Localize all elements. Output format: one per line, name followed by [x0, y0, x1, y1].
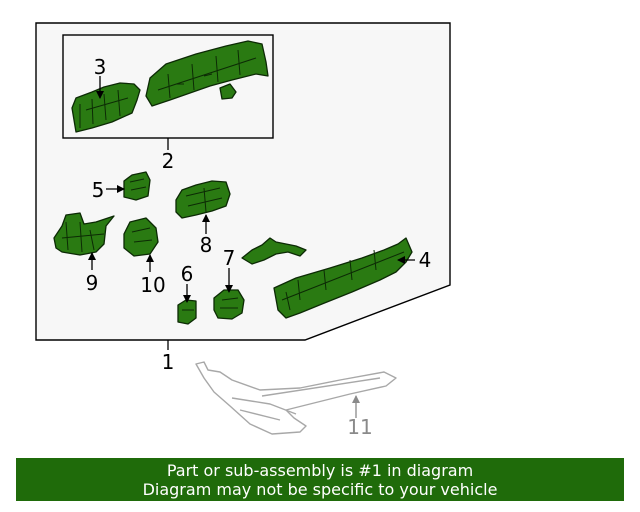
- callout-7: 7: [223, 246, 236, 270]
- part-11-ghost: [195, 361, 397, 435]
- part-6-block[interactable]: [177, 299, 197, 325]
- part-3-bracket[interactable]: [71, 82, 141, 133]
- part-2-upper-rail[interactable]: [145, 40, 269, 107]
- part-10-bracket[interactable]: [123, 217, 159, 257]
- callout-5: 5: [92, 178, 105, 202]
- disclaimer-banner: Part or sub-assembly is #1 in diagram Di…: [16, 458, 624, 501]
- callout-1: 1: [162, 350, 175, 374]
- callout-8: 8: [200, 233, 213, 257]
- parts-diagram: 3 2 5 8 9 10 6 7 4 1 11: [35, 22, 451, 439]
- callout-10: 10: [140, 273, 165, 297]
- part-small-bracket[interactable]: [241, 237, 307, 265]
- part-9-bracket[interactable]: [53, 212, 115, 256]
- callout-3: 3: [94, 55, 107, 79]
- part-4-lower-rail[interactable]: [273, 237, 413, 319]
- banner-line-1: Part or sub-assembly is #1 in diagram: [166, 461, 474, 480]
- callout-6: 6: [181, 262, 194, 286]
- callout-2: 2: [162, 149, 175, 173]
- part-8-bracket[interactable]: [175, 180, 231, 219]
- part-7-block[interactable]: [213, 289, 245, 320]
- callout-9: 9: [86, 271, 99, 295]
- callout-11: 11: [347, 415, 372, 439]
- part-5-bracket[interactable]: [123, 171, 151, 201]
- banner-line-2: Diagram may not be specific to your vehi…: [142, 480, 498, 499]
- callout-4: 4: [419, 248, 432, 272]
